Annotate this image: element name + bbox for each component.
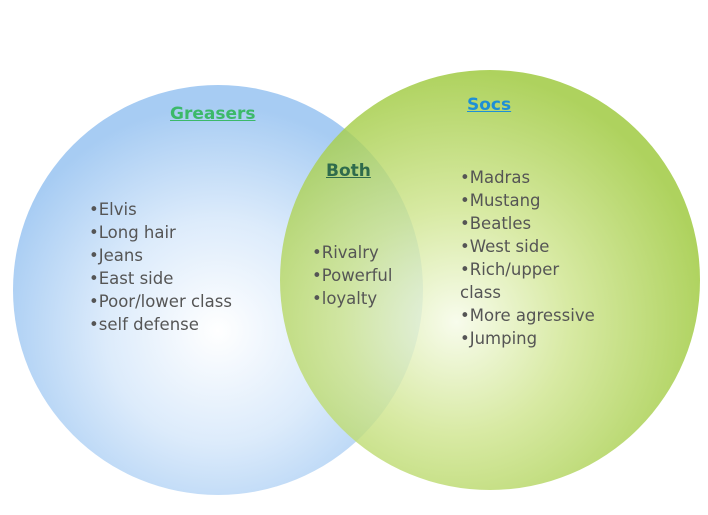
list-item: •More agressive <box>460 306 595 325</box>
list-item: class <box>460 283 501 302</box>
greasers-title: Greasers <box>170 104 256 124</box>
list-item: •West side <box>460 237 550 256</box>
socs-circle <box>280 70 700 490</box>
list-item: •Beatles <box>460 214 532 233</box>
socs-list: •Madras •Mustang •Beatles •West side •Ri… <box>460 166 595 350</box>
greasers-list: •Elvis •Long hair •Jeans •East side •Poo… <box>89 198 232 336</box>
list-item: •loyalty <box>312 289 378 308</box>
list-item: •Powerful <box>312 266 393 285</box>
list-item: •Poor/lower class <box>89 292 232 311</box>
socs-title: Socs <box>467 95 512 115</box>
list-item: •Madras <box>460 168 531 187</box>
both-list: •Rivalry •Powerful •loyalty <box>312 241 392 310</box>
list-item: •Long hair <box>89 223 176 242</box>
list-item: •self defense <box>89 315 199 334</box>
both-title: Both <box>326 161 371 181</box>
list-item: •Mustang <box>460 191 541 210</box>
list-item: •Jeans <box>89 246 143 265</box>
list-item: •Jumping <box>460 329 538 348</box>
list-item: •Elvis <box>89 200 137 219</box>
list-item: •Rich/upper <box>460 260 560 279</box>
list-item: •East side <box>89 269 174 288</box>
list-item: •Rivalry <box>312 243 379 262</box>
